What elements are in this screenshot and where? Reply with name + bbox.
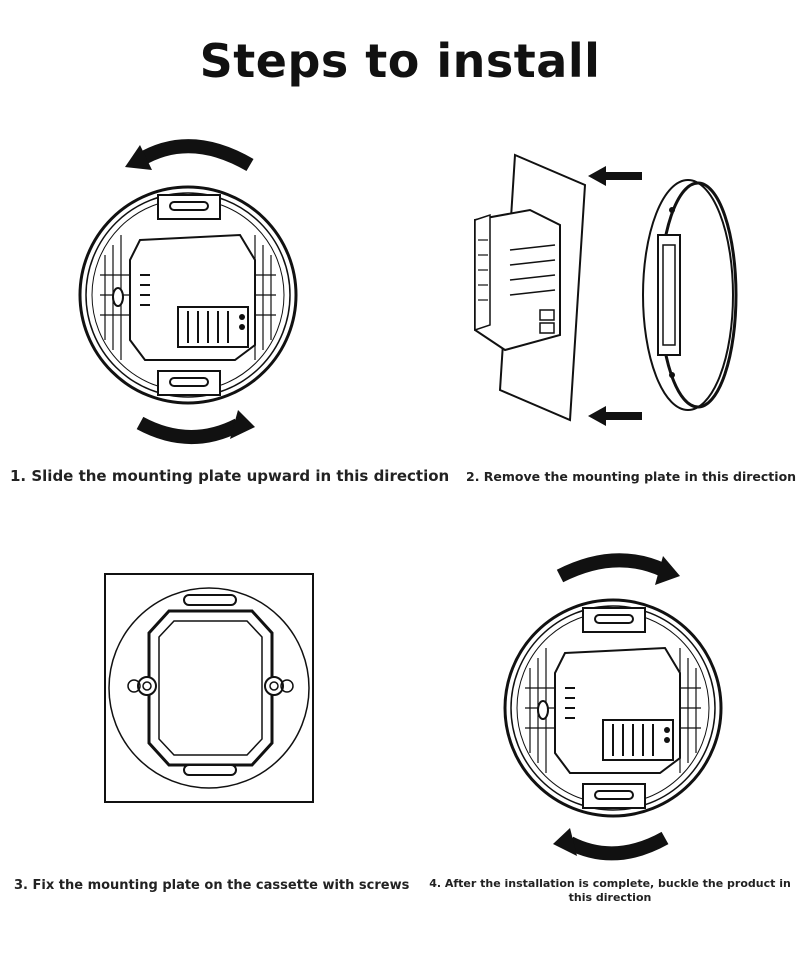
step2-caption: 2. Remove the mounting plate in this dir… [466,469,797,484]
step1-illustration [70,135,310,450]
rotate-arrow-bottom-icon [136,416,242,444]
rotate-arrow-top-icon [556,553,666,583]
step3-illustration [104,573,316,805]
step3-caption: 3. Fix the mounting plate on the cassett… [14,878,410,893]
rotate-arrow-bottom-icon [566,831,669,861]
rotate-arrow-top-icon [136,139,254,172]
step1-caption: 1. Slide the mounting plate upward in th… [10,467,450,485]
step2-illustration [460,150,760,430]
screw-icon [137,676,157,696]
page-title: Steps to install [199,34,601,88]
step4-caption: 4. After the installation is complete, b… [429,877,791,904]
arrow-left-icon [588,406,642,426]
screw-icon [264,676,284,696]
step4-illustration [495,548,735,863]
arrow-left-icon [588,166,642,186]
